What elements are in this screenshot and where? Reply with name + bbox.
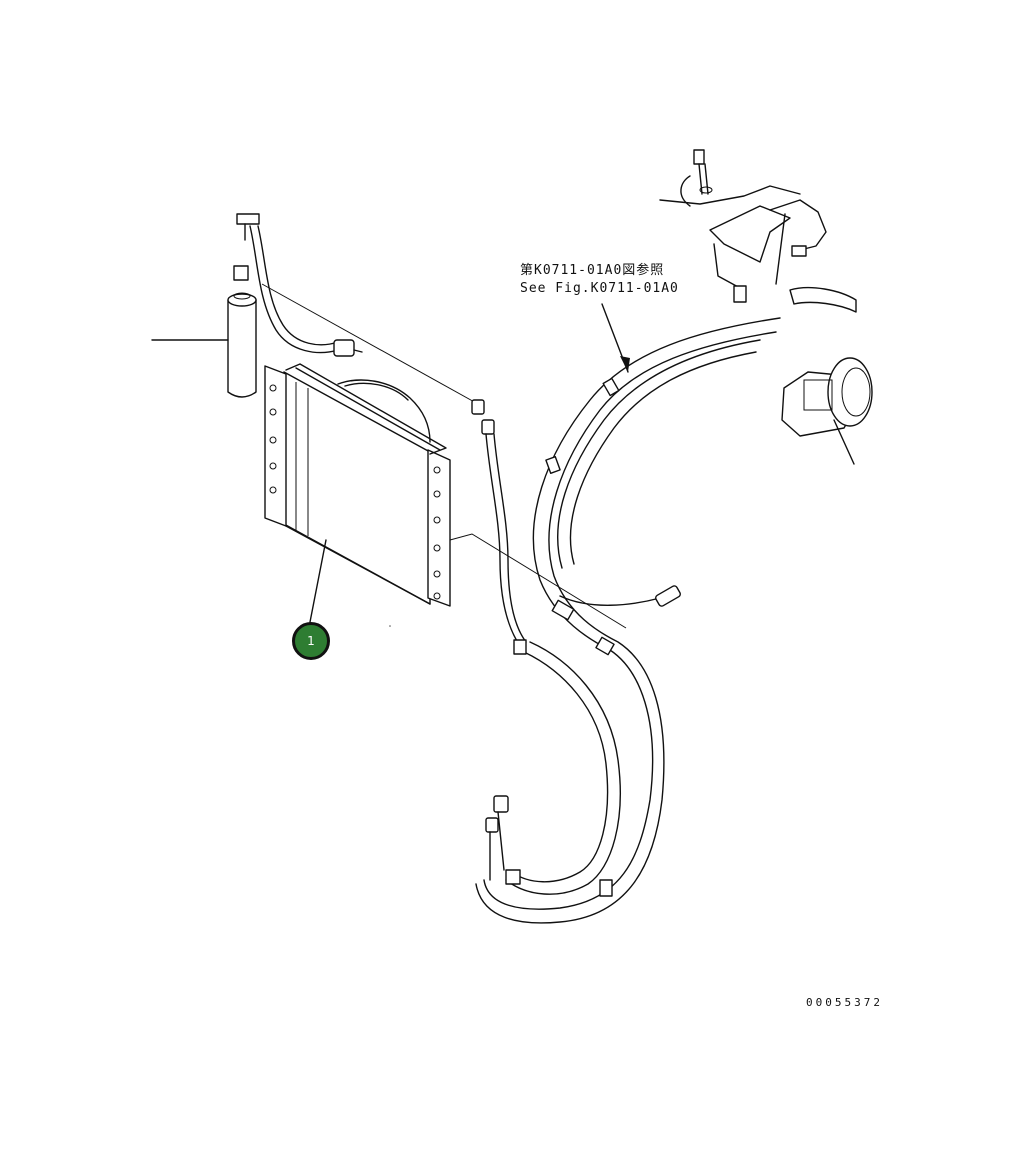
condenser-leader-line xyxy=(309,539,327,623)
routing-line-lower xyxy=(449,533,627,629)
reference-line-en: See Fig.K0711-01A0 xyxy=(520,281,679,296)
reference-leader xyxy=(601,303,630,373)
bracket-leader-line xyxy=(775,213,786,285)
receiver-dryer xyxy=(151,213,260,398)
condenser-outlet-hose xyxy=(471,399,527,647)
speck xyxy=(389,625,391,627)
routing-line-upper xyxy=(261,283,479,405)
reference-line-jp: 第K0711-01A0図参照 xyxy=(520,263,665,278)
figure-reference-note: 第K0711-01A0図参照 See Fig.K0711-01A0 xyxy=(520,262,679,298)
mounting-bracket xyxy=(659,149,827,303)
part-callout-1[interactable]: 1 xyxy=(292,622,330,660)
compressor-leader-line xyxy=(833,419,855,465)
condenser xyxy=(264,363,451,623)
receiver-hose xyxy=(249,225,363,357)
compressor xyxy=(781,286,873,465)
main-hoses xyxy=(475,317,781,924)
drawing-number: 00055372 xyxy=(806,996,883,1009)
